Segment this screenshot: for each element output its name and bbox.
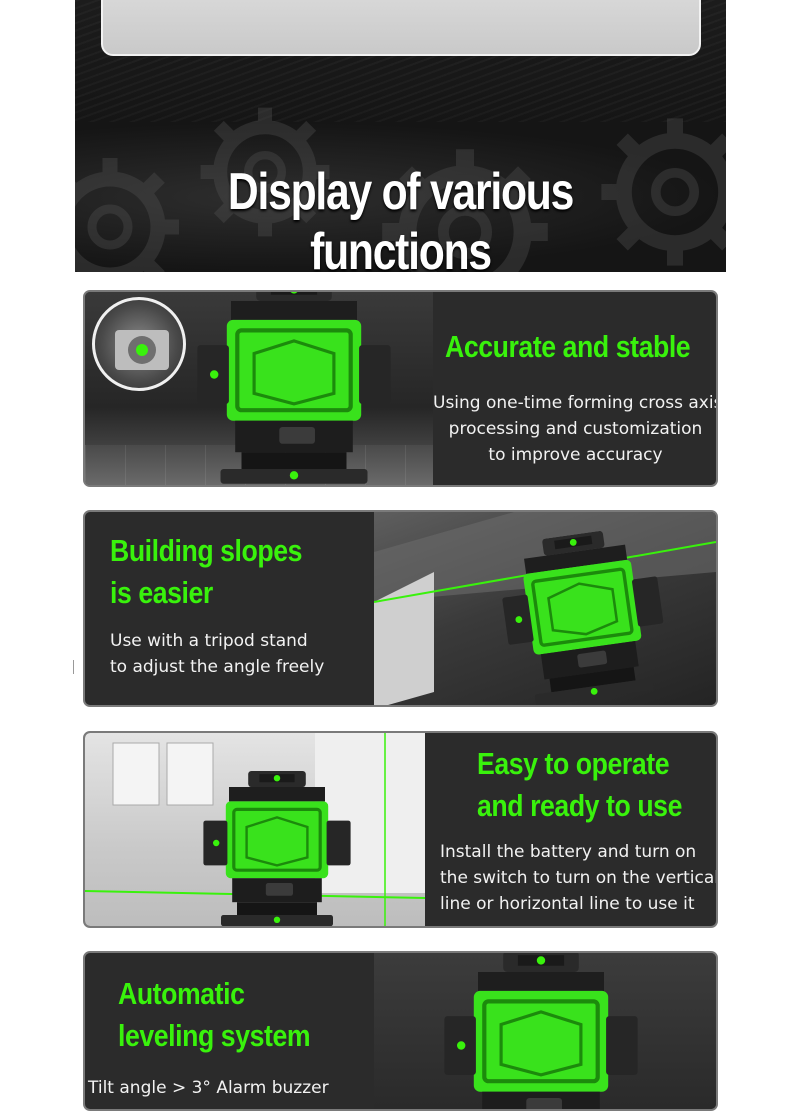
feature-card-slopes: Building slopes is easier Use with a tri…	[83, 510, 718, 707]
feature-card-easy: Easy to operate and ready to use Install…	[83, 731, 718, 928]
headline-line: Building slopes	[110, 533, 303, 568]
description-line: Install the battery and turn on	[440, 842, 697, 862]
header-banner: Display of various functions	[75, 0, 726, 272]
feature-card-accurate: Accurate and stable Using one-time formi…	[83, 290, 718, 487]
feature-headline: Building slopes is easier	[110, 530, 302, 614]
feature-headline: Automatic leveling system	[118, 973, 311, 1057]
feature-headline: Accurate and stable	[445, 326, 691, 368]
feature-description: Using one-time forming cross axis proces…	[433, 390, 718, 468]
description-line: Use with a tripod stand	[110, 631, 308, 651]
description-line: line or horizontal line to use it	[440, 894, 695, 914]
feature-card-leveling: Automatic leveling system Tilt angle > 3…	[83, 951, 718, 1111]
laser-level-image	[189, 292, 399, 485]
description-line: Using one-time forming cross axis	[433, 393, 718, 413]
feature-headline: Easy to operate and ready to use	[477, 743, 682, 827]
product-photo	[85, 292, 433, 485]
divider	[73, 660, 74, 674]
description-line: to adjust the angle freely	[110, 657, 325, 677]
description-line: Tilt angle > 3° Alarm buzzer	[88, 1078, 329, 1098]
page-title: Display of various functions	[227, 163, 574, 272]
product-photo	[85, 733, 425, 926]
feature-description: Install the battery and turn on the swit…	[440, 839, 718, 917]
laser-level-image	[488, 523, 680, 705]
headline-line: is easier	[110, 575, 213, 610]
feature-description: Use with a tripod stand to adjust the an…	[110, 628, 324, 680]
laser-module-image	[115, 330, 169, 370]
description-line: the switch to turn on the vertical	[440, 868, 718, 888]
headline-line: Accurate and stable	[445, 329, 691, 364]
metal-panel	[101, 0, 701, 56]
headline-line: Automatic	[118, 976, 245, 1011]
headline-line: Easy to operate	[477, 746, 670, 781]
headline-line: and ready to use	[477, 788, 682, 823]
gear-background	[75, 122, 726, 272]
description-line: processing and customization	[448, 419, 703, 439]
product-photo	[374, 953, 716, 1109]
headline-line: leveling system	[118, 1018, 311, 1053]
detail-inset-image	[92, 297, 186, 391]
laser-level-image	[436, 953, 646, 1109]
feature-description: Tilt angle > 3° Alarm buzzer	[88, 1075, 329, 1101]
product-photo	[374, 512, 716, 705]
laser-level-image	[197, 771, 357, 926]
description-line: to improve accuracy	[488, 445, 663, 465]
